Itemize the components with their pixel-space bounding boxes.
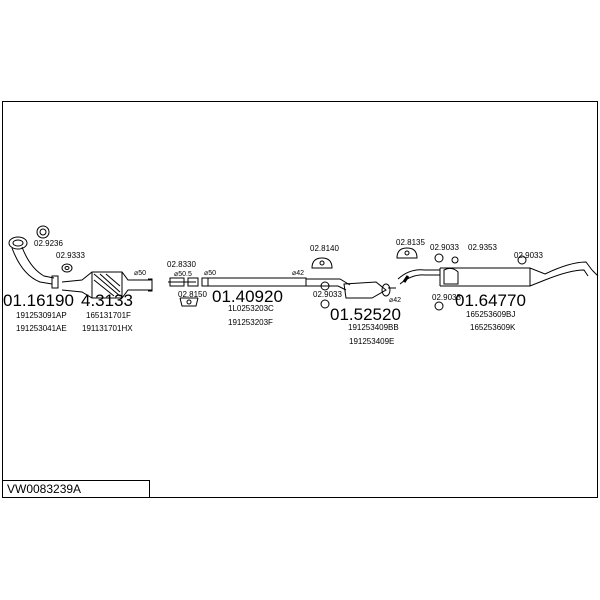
diagram-code-box: VW0083239A [2, 480, 150, 498]
part-number: 191253091AP [16, 311, 67, 320]
part-number: 165131701F [86, 311, 131, 320]
part-number: 191253203F [228, 318, 273, 327]
dimension-label: ⌀50 [134, 270, 146, 277]
group-number-5: 01.64770 [455, 291, 526, 310]
diagram-code: VW0083239A [7, 482, 82, 496]
part-number: 1L0253203C [228, 304, 274, 313]
accessory-label: 02.8330 [167, 260, 196, 269]
rear-silencer-drawing [439, 261, 599, 287]
group-number-1: 01.16190 [3, 291, 74, 310]
dimension-label: ⌀42 [389, 297, 401, 304]
accessory-label: 02.9353 [468, 243, 497, 252]
middle-pipe-drawing [201, 277, 307, 287]
clamp-drawing [168, 277, 199, 287]
hanger-drawing-3 [434, 253, 444, 263]
accessory-label: 02.9033 [432, 293, 461, 302]
accessory-label: 02.9236 [34, 239, 63, 248]
catalyst-drawing [61, 271, 153, 299]
diagram-frame [2, 101, 598, 498]
hanger-drawing-4 [451, 256, 459, 264]
group-number-3: 01.40920 [212, 287, 283, 306]
accessory-label: 02.8150 [178, 290, 207, 299]
dimension-label: ⌀50.5 [174, 271, 192, 278]
dimension-label: ⌀50 [204, 270, 216, 277]
group-number-2: 4.3133 [81, 291, 133, 310]
part-number: 191253409BB [348, 323, 399, 332]
part-number: 191253409E [349, 337, 394, 346]
accessory-label: 02.9033 [514, 251, 543, 260]
accessory-label: 02.9333 [56, 251, 85, 260]
hanger-drawing-1 [311, 257, 333, 269]
part-number: 165253609K [470, 323, 516, 332]
accessory-label: 02.8140 [310, 244, 339, 253]
dimension-label: ⌀42 [292, 270, 304, 277]
accessory-label: 02.9033 [430, 243, 459, 252]
group-number-4: 01.52520 [330, 305, 401, 324]
mount-drawing-1 [179, 297, 199, 307]
accessory-label: 02.9033 [313, 290, 342, 299]
rear-connector-drawing [396, 247, 440, 285]
part-number: 191253041AE [16, 324, 67, 333]
front-pipe-drawing [8, 225, 59, 289]
center-silencer-drawing [306, 278, 396, 299]
part-number: 165253609BJ [466, 310, 515, 319]
accessory-label: 02.8135 [396, 238, 425, 247]
gasket-drawing [61, 263, 73, 273]
hanger-drawing-6 [434, 301, 444, 311]
hanger-drawing-5 [517, 255, 527, 265]
part-number: 191131701HX [82, 324, 133, 333]
